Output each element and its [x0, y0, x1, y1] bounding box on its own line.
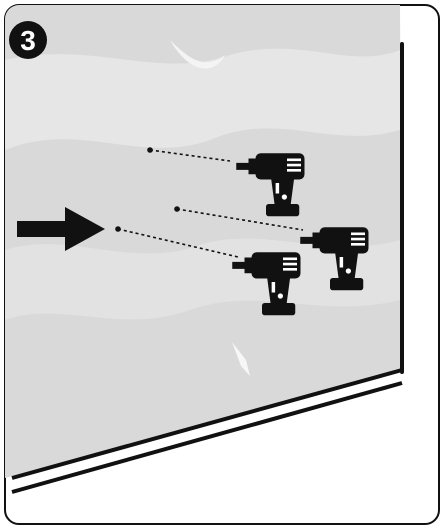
- floor-skirting: [11, 368, 403, 494]
- wall: [5, 5, 402, 478]
- step-badge: 3: [9, 21, 47, 59]
- drill-path: [117, 149, 304, 258]
- direction-arrow: [17, 207, 105, 251]
- step-number: 3: [20, 25, 36, 56]
- drill-hole-markers: [115, 147, 180, 232]
